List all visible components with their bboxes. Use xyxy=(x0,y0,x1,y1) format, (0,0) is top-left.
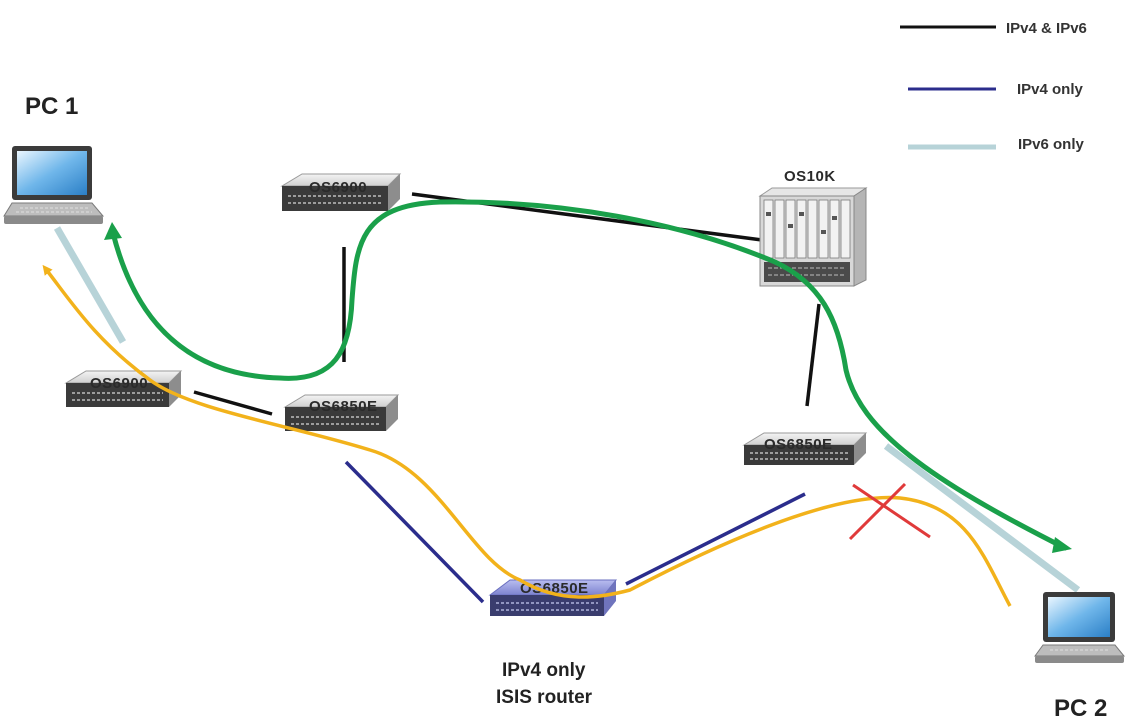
link-pc1-os6900left xyxy=(53,226,127,344)
pc1-laptop-icon xyxy=(3,146,105,224)
link-os10k-os6850eright xyxy=(805,303,821,407)
switch-os6850e-right: OS6850E xyxy=(742,432,868,465)
legend-label: IPv4 only xyxy=(1017,81,1084,98)
link-isis-os6850eright xyxy=(625,492,806,586)
links xyxy=(53,192,1081,604)
chassis-os10k-label: OS10K xyxy=(784,168,836,185)
switch-os6850e-isis-label: OS6850E xyxy=(520,580,589,597)
ipv6-arrow-pc1-icon xyxy=(104,222,122,240)
link-os6850emid-isis xyxy=(344,460,485,604)
legend-label: IPv4 & IPv6 xyxy=(1006,20,1087,37)
legend-label: IPv6 only xyxy=(1018,136,1085,153)
isis-caption-line1: IPv4 only xyxy=(502,660,586,681)
legend-item-ipv6: IPv6 only xyxy=(908,136,1085,153)
link-os6900left-os6850emid xyxy=(193,390,273,416)
legend-item-ipv4: IPv4 only xyxy=(908,81,1084,98)
isis-caption-line2: ISIS router xyxy=(496,687,593,708)
switch-os6900-top-label: OS6900 xyxy=(309,179,367,196)
switch-os6850e-mid-label: OS6850E xyxy=(309,398,378,415)
switch-os6850e-mid: OS6850E xyxy=(283,394,400,431)
legend-item-ipv4-ipv6: IPv4 & IPv6 xyxy=(900,20,1087,37)
switch-os6850e-isis: OS6850E xyxy=(488,579,618,616)
pc2-label: PC 2 xyxy=(1054,695,1107,721)
blocked-x-icon xyxy=(848,482,931,541)
legend: IPv4 & IPv6 IPv4 only IPv6 only xyxy=(900,20,1087,153)
switch-os6900-top: OS6900 xyxy=(280,173,402,211)
switch-os6850e-right-label: OS6850E xyxy=(764,436,833,453)
chassis-os10k: OS10K xyxy=(758,168,868,287)
pc1-label: PC 1 xyxy=(25,93,78,120)
link-os6850eright-pc2 xyxy=(883,443,1081,593)
switch-os6900-left-label: OS6900 xyxy=(90,375,148,392)
ipv6-traffic-path xyxy=(110,199,1068,551)
pc2-laptop-icon xyxy=(1034,592,1126,663)
ipv6-arrow-pc2-icon xyxy=(1052,537,1072,553)
ipv4-traffic-path xyxy=(42,264,1012,607)
